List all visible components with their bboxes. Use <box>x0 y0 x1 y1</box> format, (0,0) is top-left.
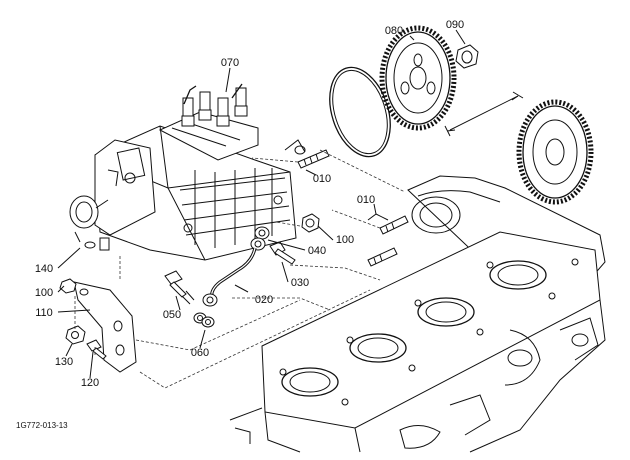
label-130: 130 <box>55 356 73 368</box>
idle-gear <box>516 99 594 205</box>
label-060: 060 <box>191 347 209 359</box>
cylinder-bore-4 <box>489 260 547 290</box>
label-040: 040 <box>308 245 326 257</box>
drawing-reference-code: 1G772-013-13 <box>16 421 68 430</box>
stud-bolt-010-b <box>379 215 409 235</box>
eye-bolt-030 <box>269 241 296 265</box>
fuel-pipe-020 <box>202 247 257 307</box>
label-050: 050 <box>163 309 181 321</box>
label-030: 030 <box>291 277 309 289</box>
label-100-left: 100 <box>35 287 53 299</box>
stud-bolt-010-c <box>367 247 398 267</box>
bolt-120 <box>86 339 107 360</box>
stay-bracket-110 <box>73 281 137 373</box>
label-080: 080 <box>385 25 403 37</box>
injection-pump-070 <box>69 83 306 261</box>
nut-100-right <box>301 213 320 233</box>
leader-lines <box>57 29 466 379</box>
nut-090 <box>455 44 479 69</box>
stud-bolt-010-a <box>297 149 330 169</box>
label-010-upper: 010 <box>313 173 331 185</box>
cylinder-bore-3 <box>417 297 475 327</box>
nut-100-left <box>59 278 77 294</box>
cylinder-bore-1 <box>281 367 339 397</box>
label-120: 120 <box>81 377 99 389</box>
label-100-right: 100 <box>336 234 354 246</box>
injection-pump-gear-080 <box>379 25 457 131</box>
engine-block <box>229 175 606 453</box>
label-020: 020 <box>255 294 273 306</box>
small-fittings <box>74 231 110 251</box>
washers-060 <box>193 312 215 328</box>
cylinder-bore-2 <box>349 333 407 363</box>
assembly-guide-lines <box>74 149 406 389</box>
label-070: 070 <box>221 57 239 69</box>
banjo-washers-040 <box>250 226 270 251</box>
label-010-mid: 010 <box>357 194 375 206</box>
nut-130 <box>65 325 86 345</box>
label-140: 140 <box>35 263 53 275</box>
bolt-050 <box>164 270 195 305</box>
label-110: 110 <box>35 307 53 319</box>
label-090: 090 <box>446 19 464 31</box>
